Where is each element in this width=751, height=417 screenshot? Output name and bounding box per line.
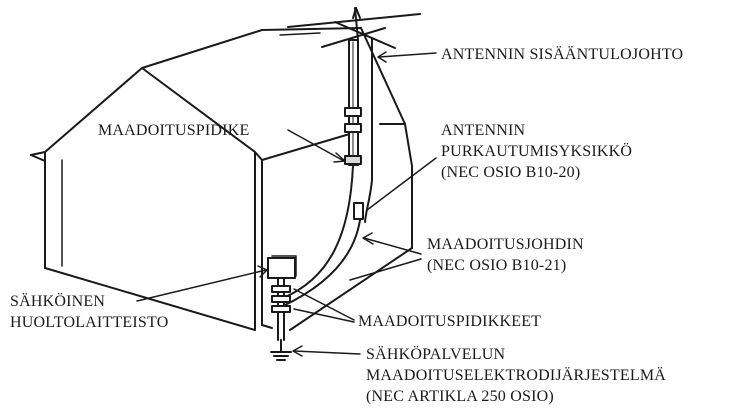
label-electrode-system: SÄHKÖPALVELUN MAADOITUSELEKTRODIJÄRJESTE… (366, 346, 667, 405)
electric-service-box-icon (267, 255, 297, 279)
antenna-icon (279, 7, 421, 49)
discharge-unit-icon (353, 202, 364, 220)
lead-in-wire (364, 37, 373, 223)
label-electric-service-equipment: SÄHKÖINEN HUOLTOLAITTEISTO (10, 293, 169, 331)
antenna-mast (348, 39, 359, 166)
ground-electrode-icon (270, 339, 292, 361)
label-antenna-discharge-unit: ANTENNIN PURKAUTUMISYKSIKKÖ (NEC OSIO B1… (441, 122, 633, 181)
ground-clamp-stack (271, 277, 291, 341)
grounding-conductors (282, 164, 361, 307)
label-ground-clamps: MAADOITUSPIDIKKEET (358, 313, 542, 330)
label-grounding-conductor: MAADOITUSJOHDIN (NEC OSIO B10-21) (427, 236, 584, 274)
house-side-wall (261, 123, 413, 331)
house-roof (141, 27, 406, 161)
label-ground-clamp: MAADOITUSPIDIKE (98, 122, 250, 139)
leader-lines (136, 51, 437, 357)
label-antenna-lead-in: ANTENNIN SISÄÄNTULOJOHTO (441, 46, 684, 63)
